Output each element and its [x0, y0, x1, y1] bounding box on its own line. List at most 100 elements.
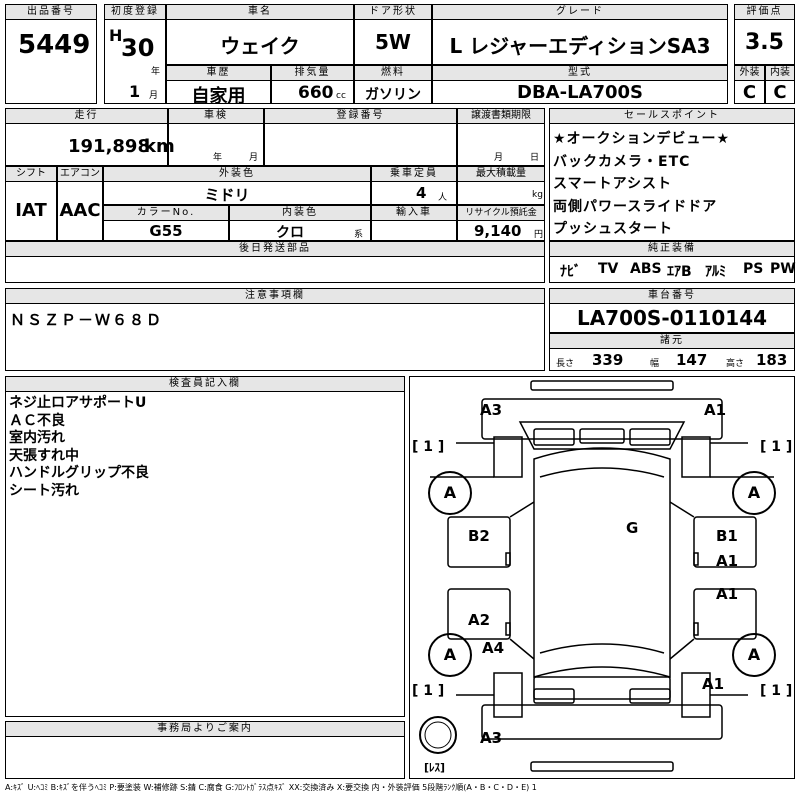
insp-year-unit: 年 — [213, 153, 223, 163]
chassis-label: 車台番号 — [549, 288, 795, 304]
sales-line: バックカメラ・ETC — [553, 153, 691, 170]
wheel-label: A — [747, 483, 761, 502]
color-cell: ミドリ — [103, 181, 371, 205]
door-type: 5W — [375, 30, 411, 54]
damage-right-rear-door: A1 — [716, 585, 739, 603]
mileage-label: 走行 — [5, 108, 168, 124]
bracket-rear-right: [ 1 ] — [760, 683, 793, 699]
grade-cell: L レジャーエディションSA3 — [432, 19, 728, 65]
int-cell: C — [765, 80, 795, 104]
equip-item: TV — [598, 261, 619, 277]
intcolor-label: 内装色 — [229, 205, 371, 221]
recycle-cell: 9,140 円 — [457, 220, 545, 241]
history-cell: 自家用 — [166, 80, 271, 107]
disp-cell: 660 cc — [271, 80, 354, 104]
sales-body: ★オークションデビュー★ バックカメラ・ETC スマートアシスト 両側パワースラ… — [549, 123, 795, 241]
name-label: 車名 — [166, 4, 354, 20]
reg-year: 30 — [121, 34, 155, 62]
damage-left-front-door: B2 — [468, 527, 490, 545]
office-body — [5, 736, 405, 779]
header-table: 出品番号 5449 初度登録 H 30 年 1 月 車名 ウェイク ドア形状 5… — [5, 4, 795, 107]
ext-grade: C — [742, 82, 757, 103]
name-cell: ウェイク — [166, 19, 354, 65]
damage-right-front-door-a: A1 — [716, 552, 739, 570]
ac-cell: AAC — [57, 181, 103, 241]
int-grade: C — [773, 82, 787, 103]
inspector-line: 室内汚れ — [9, 430, 65, 446]
disp-label: 排気量 — [271, 65, 354, 81]
equip-item: ABS — [630, 261, 662, 277]
intcolor-cell: クロ 系 — [229, 220, 371, 241]
sales-line: スマートアシスト — [553, 176, 673, 192]
shift: IAT — [15, 200, 47, 221]
capacity-unit: 人 — [438, 193, 448, 203]
capacity: 4 — [416, 184, 427, 202]
wheel-rear-right: A — [732, 633, 776, 677]
reg-era: H — [109, 26, 123, 45]
equip-item: PW — [770, 261, 796, 277]
inspector-line: ＡＣ不良 — [9, 412, 65, 429]
dims-label: 諸元 — [549, 333, 795, 349]
load-cell: kg — [457, 181, 545, 205]
equip-item: PS — [743, 261, 764, 277]
transfer-cell: 月 日 — [457, 123, 545, 166]
damage-rear-bumper: A3 — [480, 729, 503, 747]
load-unit: kg — [532, 190, 543, 200]
notes-label: 注意事項欄 — [5, 288, 545, 304]
color: ミドリ — [204, 186, 250, 204]
dims-cell: 長さ 339 幅 147 高さ 183 — [549, 348, 795, 371]
insp-month-unit: 月 — [249, 153, 259, 163]
grade: L レジャーエディションSA3 — [449, 34, 711, 58]
damage-left-rear-door: A2 — [468, 611, 491, 629]
sales-line: 両側パワースライドドア — [553, 198, 718, 215]
chassis-cell: LA700S-0110144 — [549, 303, 795, 333]
inspector-line: シート汚れ — [9, 482, 79, 499]
office-panel: 事務局よりご案内 — [5, 721, 405, 779]
wheel-label: A — [747, 645, 761, 664]
wheel-label: A — [443, 483, 457, 502]
inspection-label: 車検 — [168, 108, 264, 124]
mileage: 191,898 — [68, 136, 150, 157]
grade-label: グレード — [432, 4, 728, 20]
inspector-line: ハンドルグリップ不良 — [9, 465, 149, 481]
reg-cell: H 30 年 1 月 — [104, 19, 166, 104]
transfer-day-unit: 日 — [530, 153, 540, 163]
wheel-label: A — [443, 645, 457, 664]
reg-year-unit: 年 — [151, 67, 161, 77]
notes-body: ＮＳＺＰ－Ｗ６８Ｄ — [5, 303, 545, 371]
mileage-unit: km — [144, 136, 175, 157]
shift-cell: IAT — [5, 181, 57, 241]
intcolor: クロ — [276, 225, 304, 241]
car-name: ウェイク — [220, 34, 300, 58]
history-label: 車歴 — [166, 65, 271, 81]
later-cell — [5, 256, 545, 283]
damage-diagram: A A A A [ 1 ] [ 1 ] [ 1 ] [ 1 ] A3 A1 G … — [409, 376, 795, 779]
door-cell: 5W — [354, 19, 432, 65]
recycle: 9,140 — [474, 222, 522, 240]
damage-front-left: A3 — [480, 401, 503, 419]
transfer-label: 譲渡書類期限 — [457, 108, 545, 124]
load-label: 最大積載量 — [457, 166, 545, 182]
colorno: G55 — [149, 222, 183, 240]
equip-item: ﾅﾋﾞ — [560, 264, 581, 280]
sales-label: セールスポイント — [549, 108, 795, 124]
transfer-month-unit: 月 — [494, 153, 504, 163]
spare-tire-icon — [419, 716, 457, 754]
lot-label: 出品番号 — [5, 4, 97, 20]
ext-label: 外装 — [734, 65, 765, 81]
displacement: 660 — [298, 83, 334, 103]
notes-text: ＮＳＺＰ－Ｗ６８Ｄ — [10, 311, 164, 329]
wheel-rear-left: A — [428, 633, 472, 677]
model: DBA-LA700S — [517, 82, 643, 103]
damage-right-front-door-b: B1 — [716, 527, 738, 545]
car-outline-diagram — [419, 380, 774, 772]
int-label: 内装 — [765, 65, 795, 81]
reg-month: 1 — [129, 82, 141, 101]
width: 147 — [676, 351, 708, 369]
equip-label: 純正装備 — [549, 241, 795, 257]
wheel-front-left: A — [428, 471, 472, 515]
notes-panel: 注意事項欄 ＮＳＺＰ－Ｗ６８Ｄ — [5, 288, 545, 371]
office-label: 事務局よりご案内 — [5, 721, 405, 737]
inspector-body: ネジ止ロアサポートU ＡＣ不良 室内汚れ 天張すれ中 ハンドルグリップ不良 シー… — [5, 391, 405, 717]
fuel-cell: ガソリン — [354, 80, 432, 104]
